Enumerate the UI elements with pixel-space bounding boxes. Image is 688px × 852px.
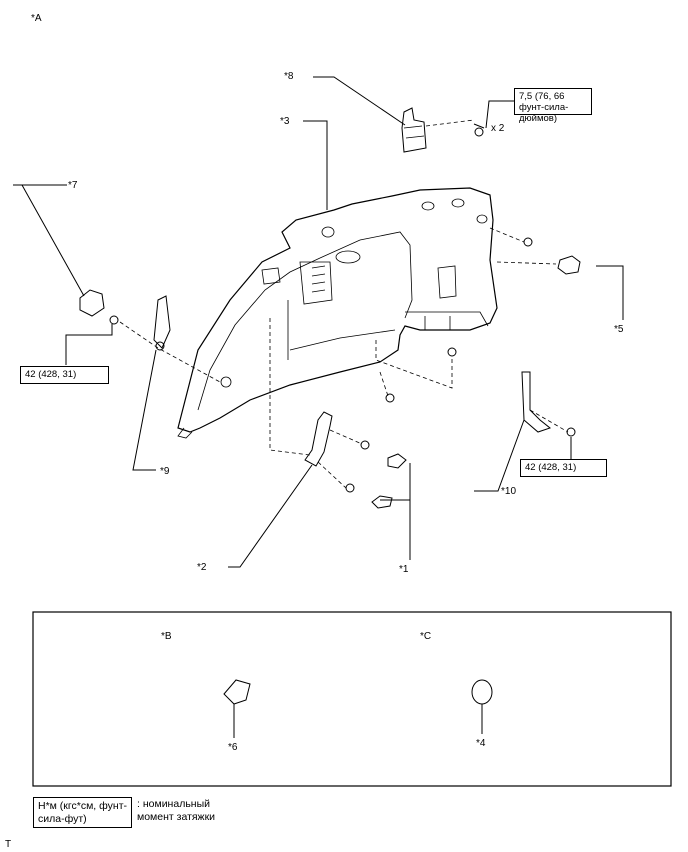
detail-b-label: *B [161,631,172,642]
bracket-part-8 [401,107,427,153]
seat-belt-anchor-left [153,295,171,351]
legend-description: : номинальный момент затяжки [137,798,216,823]
callout-8: *8 [284,71,294,82]
assist-grip-part-2 [304,411,333,467]
callout-2: *2 [197,562,207,573]
dashed-guides [119,119,569,489]
legend-unit-box: Н*м (кгс*см, фунт-сила-фут) [33,797,132,828]
detail-c-label: *C [420,631,432,642]
callout-9: *9 [160,466,170,477]
torque-spec-belt-right: 42 (428, 31) [520,459,607,477]
callout-3: *3 [280,116,290,127]
torque-spec-belt-left: 42 (428, 31) [20,366,109,384]
fastener-bolts [109,237,576,493]
bolt-small [473,123,485,137]
callout-1: *1 [399,564,409,575]
callout-7: *7 [68,180,78,191]
detail-b-callout: *6 [228,742,238,753]
cover-part-1 [371,453,407,509]
detail-part-4 [471,679,493,705]
quantity-label: x 2 [491,123,505,134]
torque-spec-small-bolt: 7,5 (76, 66 фунт-сила-дюймов) [514,88,592,124]
cover-part-7 [79,289,105,317]
leader-lines [13,76,624,738]
detail-c-callout: *4 [476,738,486,749]
detail-frame [32,611,672,787]
detail-part-6 [223,679,251,705]
seat-belt-anchor-right [521,371,552,433]
callout-10: *10 [501,486,517,497]
view-label: *A [31,13,42,24]
callout-5: *5 [614,324,624,335]
clip-part-5 [557,255,581,275]
quarter-trim-panel [177,187,498,439]
corner-mark: T [5,839,12,850]
